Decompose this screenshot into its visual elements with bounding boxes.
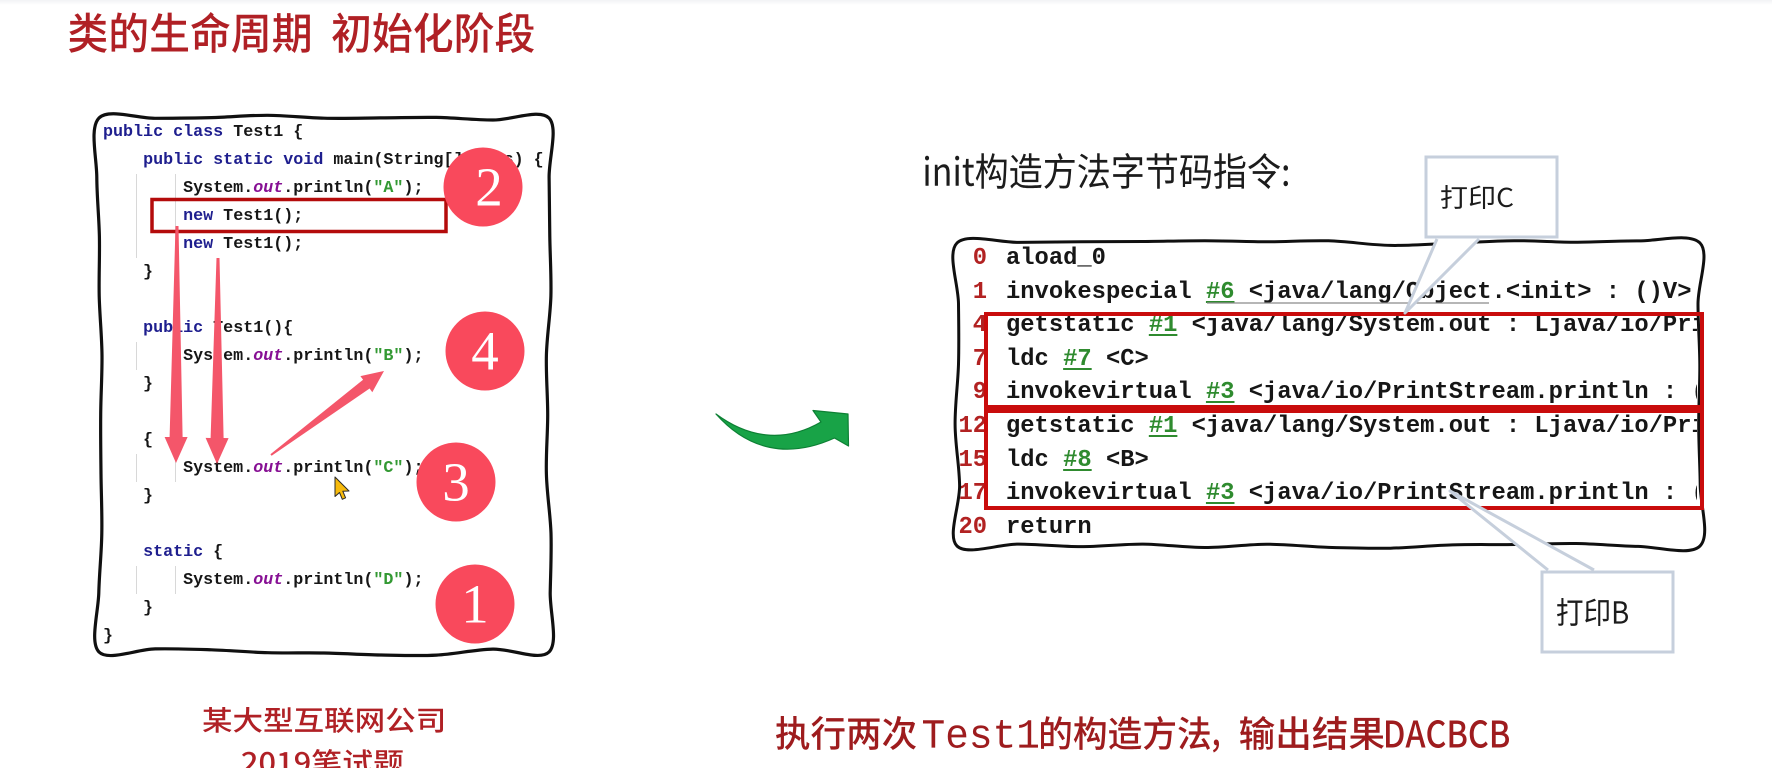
svg-text:3: 3 (442, 452, 470, 513)
svg-text:4: 4 (471, 321, 499, 382)
svg-text:2: 2 (475, 157, 503, 218)
svg-text:1: 1 (461, 574, 489, 635)
